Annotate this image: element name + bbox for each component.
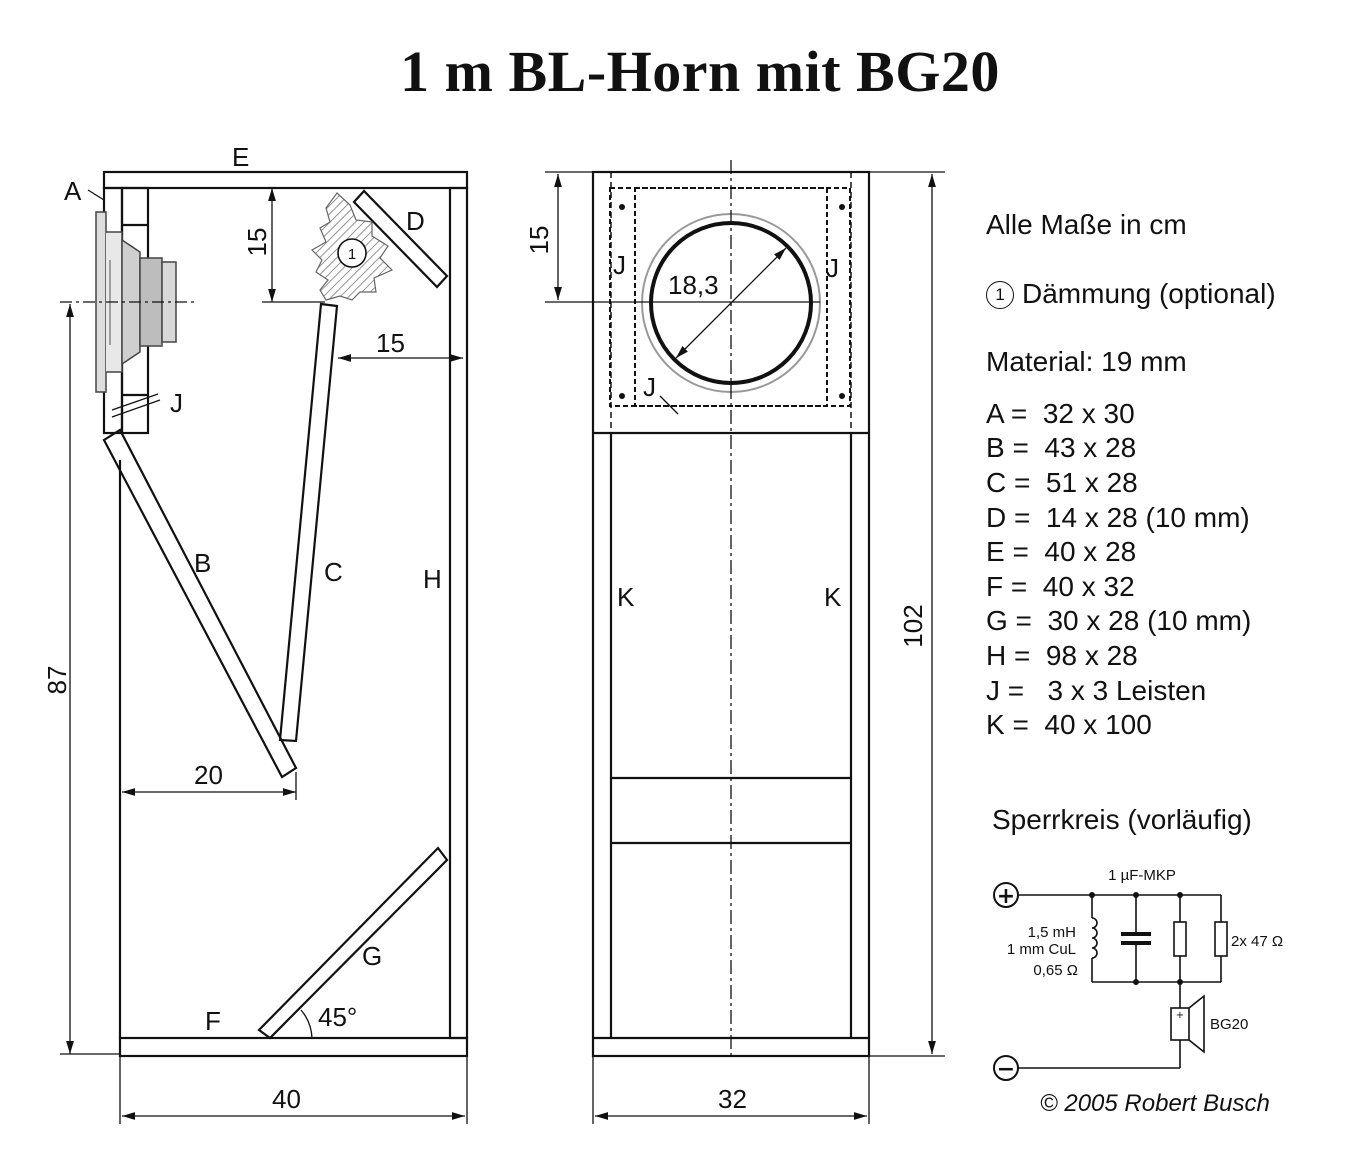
legend-part-f: F = 40 x 32 (986, 570, 1135, 602)
label-h: H (423, 564, 442, 594)
panel-e (102, 170, 469, 190)
copyright: © 2005 Robert Busch (1040, 1090, 1270, 1117)
legend: Alle Maße in cm 1 Dämmung (optional) Mate… (986, 208, 1276, 743)
dim-height-side: 87 (42, 666, 72, 695)
driver-label: BG20 (1210, 1016, 1248, 1033)
resistor-label: 2x 47 Ω (1231, 933, 1283, 950)
capacitor-label: 1 µF-MKP (1108, 867, 1176, 884)
label-j-side: J (170, 388, 183, 418)
side-view (102, 170, 469, 1058)
panel-c (278, 302, 339, 743)
legend-insulation: 1 Dämmung (optional) (986, 277, 1276, 312)
dim-top-gap: 15 (242, 228, 272, 257)
driver-polarity: + (1176, 1010, 1184, 1021)
legend-part-g: G = 30 x 28 (10 mm) (986, 605, 1252, 637)
inductor-label-3: 0,65 Ω (1033, 962, 1078, 979)
dim-diameter: 18,3 (668, 270, 719, 300)
resistor-icon-1 (1173, 921, 1187, 957)
label-b: B (194, 548, 211, 578)
label-k-right: K (824, 582, 842, 612)
legend-part-a: A = 32 x 30 (986, 397, 1135, 429)
angle-label: 45° (318, 1002, 357, 1032)
label-d: D (406, 206, 425, 236)
dim-bottom-offset: 20 (194, 760, 223, 790)
dim-width-side: 40 (272, 1084, 301, 1114)
crossover-schematic (993, 882, 1228, 1081)
panel-f (118, 1036, 469, 1058)
legend-material: Material: 19 mm (986, 346, 1187, 378)
legend-part-j: J = 3 x 3 Leisten (986, 674, 1207, 706)
insulation-marker-side: 1 (348, 246, 356, 263)
label-g: G (362, 941, 382, 971)
label-c: C (324, 557, 343, 587)
dim-width-front: 32 (718, 1084, 747, 1114)
label-k-left: K (617, 582, 635, 612)
label-e: E (232, 142, 249, 172)
dim-top-front: 15 (524, 226, 554, 255)
label-j-front-right: J (826, 253, 839, 283)
panel-g (257, 846, 449, 1040)
insulation-marker-icon: 1 (986, 280, 1014, 309)
legend-part-c: C = 51 x 28 (986, 466, 1138, 498)
label-f: F (205, 1006, 221, 1036)
label-j-front-left: J (613, 250, 626, 280)
legend-units: Alle Maße in cm (986, 209, 1187, 240)
panel-h (448, 186, 469, 1040)
legend-part-e: E = 40 x 28 (986, 536, 1137, 568)
dim-slot: 15 (376, 328, 405, 358)
legend-part-d: D = 14 x 28 (10 mm) (986, 501, 1250, 533)
dim-height-front: 102 (898, 604, 928, 647)
plus-sign: + (997, 884, 1015, 909)
page-title: 1 m BL-Horn mit BG20 (400, 39, 1000, 104)
label-j-front-bottom: J (643, 372, 656, 402)
inductor-label-1: 1,5 mH (1028, 924, 1076, 941)
minus-sign: − (997, 1057, 1015, 1082)
legend-part-k: K = 40 x 100 (986, 709, 1152, 741)
legend-insulation-text: Dämmung (optional) (1022, 277, 1276, 309)
crossover-title: Sperrkreis (vorläufig) (992, 804, 1252, 835)
legend-part-b: B = 43 x 28 (986, 432, 1137, 464)
panel-b (102, 428, 298, 779)
inductor-label-2: 1 mm CuL (1007, 941, 1076, 958)
label-a: A (64, 176, 82, 206)
resistor-icon-2 (1214, 921, 1228, 957)
insulation-icon (311, 192, 394, 301)
minus-terminal-icon (993, 1055, 1019, 1081)
inductor-icon (1091, 917, 1098, 959)
panel-d (352, 189, 449, 289)
legend-part-h: H = 98 x 28 (986, 639, 1138, 671)
